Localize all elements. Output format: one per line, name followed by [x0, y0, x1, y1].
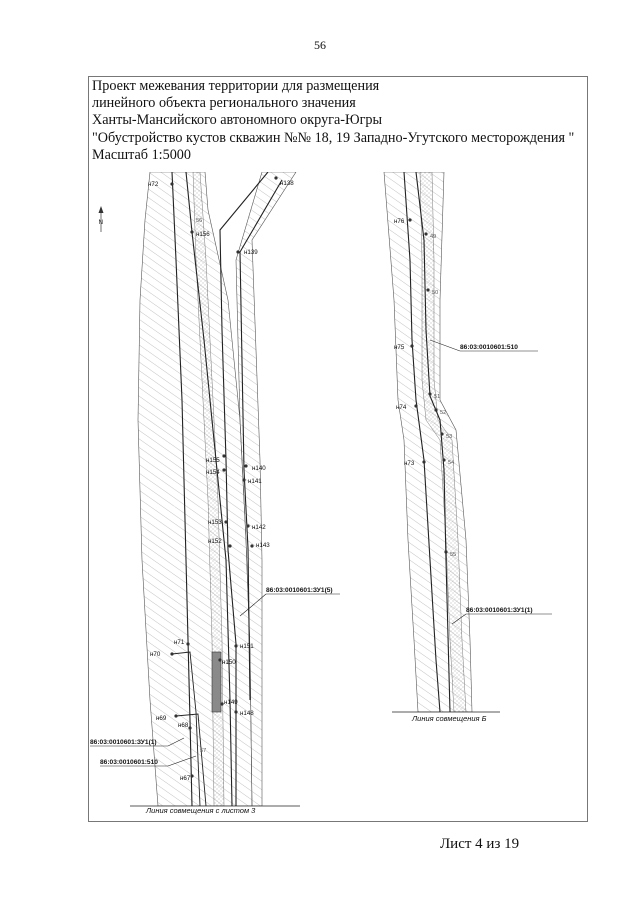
shaded-parcel: [211, 651, 222, 713]
right-boundary-b: [415, 172, 451, 712]
parcel-label-zu1-1-right: 86:03:0010601:ЗУ1(1): [466, 607, 533, 614]
boundary-line-c: [219, 172, 269, 806]
parcel-label-zu1-1-left: 86:03:0010601:ЗУ1(1): [90, 739, 157, 746]
drawing-title: Проект межевания территории для размещен…: [92, 78, 588, 164]
title-line-2: линейного объекта регионального значения: [92, 95, 356, 112]
ridge-number-56: 56: [196, 218, 202, 224]
title-line-4: "Обустройство кустов скважин №№ 18, 19 З…: [92, 129, 575, 146]
point-n72: н72: [148, 181, 159, 188]
left-point-markers: [170, 176, 278, 778]
title-line-3: Ханты-Мансийского автономного округа-Югр…: [92, 112, 383, 129]
point-n73: н73: [404, 460, 415, 467]
left-stippled-strip: [192, 172, 225, 806]
point-n153: н153: [208, 519, 222, 526]
match-line-b: Линия совмещения Б: [411, 714, 487, 723]
parcel-label-510-left: 86:03:0010601:510: [100, 759, 158, 766]
point-n76: н76: [394, 218, 405, 225]
ridge-number-49: 49: [430, 234, 436, 240]
point-n149: н149: [224, 699, 238, 706]
point-n142: н142: [252, 524, 266, 531]
left-hatched-area: [137, 172, 253, 806]
ridge-number-55: 55: [450, 552, 456, 558]
point-n156: н156: [196, 231, 210, 238]
map-frame: [88, 76, 588, 822]
boundary-line-f: [175, 713, 207, 806]
right-boundary-a: [403, 172, 441, 712]
left-map: [137, 172, 297, 806]
point-n139: н139: [244, 249, 258, 256]
boundary-line-e: [171, 651, 201, 806]
boundary-line-a: [171, 172, 193, 806]
point-n138: н138: [280, 180, 294, 187]
point-n143: н143: [256, 542, 270, 549]
right-stippled-strip: [419, 172, 467, 712]
parcel-label-zu1-5: 86:03:0010601:ЗУ1(5): [266, 587, 333, 594]
ridge-number-57: 57: [200, 748, 206, 754]
right-point-markers: [408, 218, 448, 554]
ridge-number-50: 50: [432, 290, 438, 296]
north-arrow-letter: N: [99, 219, 103, 226]
parcel-label-510-right: 86:03:0010601:510: [460, 344, 518, 351]
ridge-number-54: 54: [448, 460, 454, 466]
page-number: 56: [314, 38, 326, 52]
point-n71: н71: [174, 639, 185, 646]
point-n70: н70: [150, 651, 161, 658]
match-line-sheet-3: Линия совмещения с листом 3: [145, 806, 256, 815]
ridge-number-53: 53: [446, 434, 452, 440]
point-n148: н148: [240, 710, 254, 717]
point-n140: н140: [252, 465, 266, 472]
point-n75: н75: [394, 344, 405, 351]
boundary-line-d: [239, 179, 283, 701]
point-n68: н68: [178, 722, 189, 729]
north-arrow: N: [98, 206, 104, 232]
point-n74: н74: [396, 404, 407, 411]
point-n152: н152: [208, 538, 222, 545]
sheet-label: Лист 4 из 19: [440, 836, 520, 852]
point-n150: н150: [222, 659, 236, 666]
point-n141: н141: [248, 478, 262, 485]
point-n154: н154: [206, 469, 220, 476]
point-n151: н151: [240, 643, 254, 650]
ridge-number-51: 51: [434, 394, 440, 400]
title-line-1: Проект межевания территории для размещен…: [92, 78, 380, 94]
point-n155: н155: [206, 457, 220, 464]
left-hatched-corridor: [235, 172, 297, 806]
right-map: [383, 172, 473, 712]
ridge-number-52: 52: [440, 410, 446, 416]
scale-label: Масштаб 1:5000: [92, 146, 191, 163]
point-n69: н69: [156, 715, 167, 722]
point-n67: н67: [180, 775, 191, 782]
